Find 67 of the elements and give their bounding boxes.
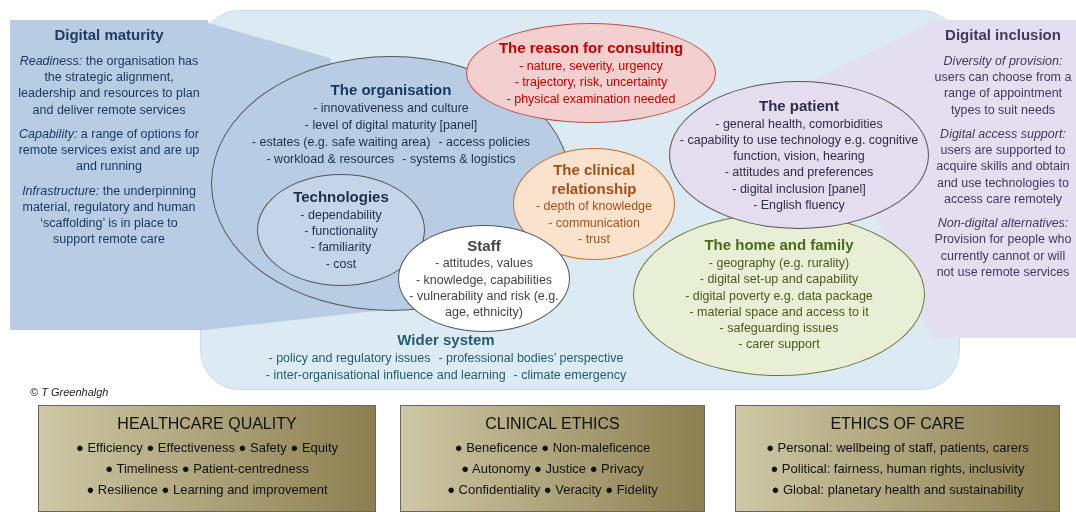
list-item: ● Personal: wellbeing of staff, patients, carers	[766, 440, 1029, 457]
list-item: - nature, severity, urgency	[519, 58, 663, 75]
heading: The organisation	[330, 81, 452, 101]
list-item: - capability to use technology e.g. cognitive function, vision, hearing	[678, 131, 920, 165]
list-item: - level of digital maturity [panel]	[304, 118, 478, 132]
heading: The reason for consulting	[498, 39, 684, 58]
list-item: - knowledge, capabilities	[415, 271, 553, 288]
list-item: - trajectory, risk, uncertainty	[514, 74, 668, 91]
paragraph: Diversity of provision: users can choose from a range of appointment types to suit needs	[933, 52, 1073, 118]
list-item: - dependability	[300, 206, 382, 224]
list-item: ● Political: fairness, human rights, inclusivity	[770, 460, 1025, 478]
list-item: - workload & resources	[266, 151, 395, 166]
heading: ETHICS OF CARE	[830, 414, 965, 434]
list-item: - estates (e.g. safe waiting area)	[251, 134, 431, 149]
list-item: ● Autonomy ● Justice ● Privacy	[461, 460, 644, 478]
heading: HEALTHCARE QUALITY	[117, 414, 297, 434]
list-item: - carer support	[738, 336, 820, 353]
list-item: - communication	[548, 214, 640, 231]
heading: The patient	[759, 96, 839, 116]
list-item: - familiarity	[310, 239, 372, 256]
list-item: ● Global: planetary health and sustainability	[771, 481, 1024, 499]
heading: Wider system	[397, 331, 495, 350]
heading: Digital maturity	[54, 26, 164, 45]
paragraph: Readiness: the organisation has the strategic alignment, leadership and resources to plan and deliver remote services	[18, 52, 200, 118]
info-panel	[930, 20, 1076, 338]
list-item: ● Beneficence ● Non-maleficence	[454, 440, 651, 457]
list-item: - professional bodies’ perspective	[438, 350, 624, 365]
heading: CLINICAL ETHICS	[485, 414, 620, 434]
list-item: - geography (e.g. rurality)	[708, 255, 850, 272]
list-item: - depth of knowledge	[535, 198, 653, 215]
paragraph: Digital access support: users are supported to acquire skills and obtain and use technologies to access care remotely	[935, 125, 1071, 207]
list-item: - trust	[578, 230, 610, 248]
list-item: - inter-organisational influence and learning	[265, 367, 506, 382]
principle-box	[400, 405, 705, 512]
heading: Staff	[467, 236, 501, 256]
list-item: ● Timeliness ● Patient-centredness	[105, 460, 309, 478]
list-item: ● Resilience ● Learning and improvement	[86, 481, 328, 499]
list-item: - material space and access to it	[689, 303, 869, 321]
list-item: - English fluency	[753, 196, 845, 214]
paragraph: Non-digital alternatives: Provision for people who currently cannot or will not use remote services	[933, 215, 1073, 280]
list-item: - innovativeness and culture	[313, 101, 469, 116]
list-item: - climate emergency	[513, 367, 627, 382]
list-item: - functionality	[304, 223, 378, 240]
heading: The clinical relationship	[550, 160, 638, 199]
principle-box	[38, 405, 376, 512]
list-item: - digital set-up and capability	[699, 271, 859, 288]
list-item: - cost	[325, 255, 357, 272]
heading: Technologies	[293, 188, 389, 207]
list-item: - access policies	[438, 134, 531, 149]
list-item: - safeguarding issues	[719, 320, 839, 337]
principle-box	[735, 405, 1060, 512]
paragraph: Capability: a range of options for remote services exist and are up and running	[18, 125, 200, 175]
list-item: ● Confidentiality ● Veracity ● Fidelity	[447, 481, 658, 499]
list-item: - attitudes, values	[435, 255, 533, 272]
list-item: ● Efficiency ● Effectiveness ● Safety ● Equity	[75, 440, 339, 457]
info-panel	[10, 20, 208, 330]
heading: The home and family	[704, 236, 854, 256]
list-item: - policy and regulatory issues	[268, 350, 431, 365]
list-item: - physical examination needed	[506, 90, 676, 107]
list-item: - vulnerability and risk (e.g. age, ethnicity)	[408, 287, 560, 321]
list-item: - general health, comorbidities	[715, 115, 883, 132]
paragraph: Infrastructure: the underpinning material, regulatory and human ‘scaffolding’ is in place to support remote care	[21, 182, 197, 248]
list-item: - systems & logistics	[402, 151, 516, 166]
list-item: - attitudes and preferences	[724, 164, 874, 181]
list-item: - digital poverty e.g. data package	[685, 287, 873, 304]
list-item: - digital inclusion [panel]	[732, 180, 866, 197]
heading: Digital inclusion	[945, 26, 1061, 45]
